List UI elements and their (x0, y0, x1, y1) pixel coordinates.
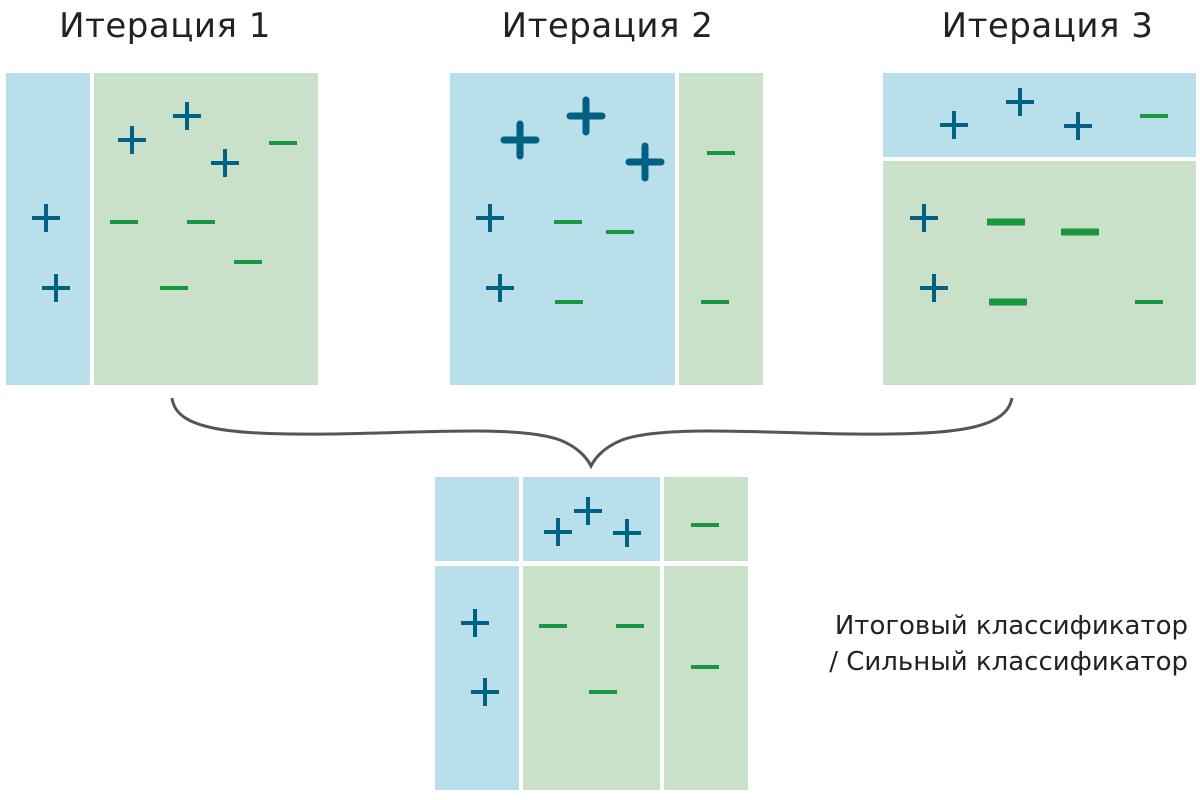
plus-sample-icon (544, 518, 572, 546)
caption-line-2: / Сильный классификатор (829, 647, 1188, 677)
plus-sample-icon (118, 126, 146, 154)
final-cell-bottom-middle (523, 566, 660, 790)
plus-sample-icon (42, 274, 70, 302)
plus-sample-icon (566, 96, 606, 136)
plus-sample-icon (940, 111, 968, 139)
plus-sample-icon (173, 102, 201, 130)
plus-sample-icon (910, 204, 938, 232)
negative-region (94, 73, 318, 385)
positive-region (450, 73, 675, 385)
final-classifier-panel (435, 477, 748, 790)
plus-sample-icon (32, 204, 60, 232)
plus-sample-icon (625, 142, 665, 182)
plus-sample-icon (486, 274, 514, 302)
iteration-1-panel (6, 73, 318, 385)
plus-sample-icon (613, 519, 641, 547)
final-cell-top-left (435, 477, 519, 561)
iteration-2-title: Итерация 2 (501, 6, 714, 46)
caption-line-1: Итоговый классификатор (834, 611, 1188, 641)
final-cell-top-right (664, 477, 748, 561)
iteration-3-panel (883, 73, 1196, 385)
negative-region (883, 161, 1196, 385)
plus-sample-icon (1006, 88, 1034, 116)
final-cell-bottom-left (435, 566, 519, 790)
final-cell-bottom-right (664, 566, 748, 790)
combine-brace (170, 397, 1014, 470)
negative-region (679, 73, 763, 385)
plus-sample-icon (574, 497, 602, 525)
plus-sample-icon (476, 204, 504, 232)
plus-sample-icon (461, 609, 489, 637)
iteration-3-title: Итерация 3 (941, 6, 1154, 46)
plus-sample-icon (471, 678, 499, 706)
final-cell-top-middle (523, 477, 660, 561)
plus-sample-icon (211, 149, 239, 177)
final-classifier-caption: Итоговый классификатор / Сильный классиф… (829, 608, 1188, 680)
iteration-2-panel (450, 73, 763, 385)
plus-sample-icon (500, 120, 540, 160)
plus-sample-icon (1064, 112, 1092, 140)
iteration-1-title: Итерация 1 (59, 6, 271, 46)
plus-sample-icon (920, 274, 948, 302)
